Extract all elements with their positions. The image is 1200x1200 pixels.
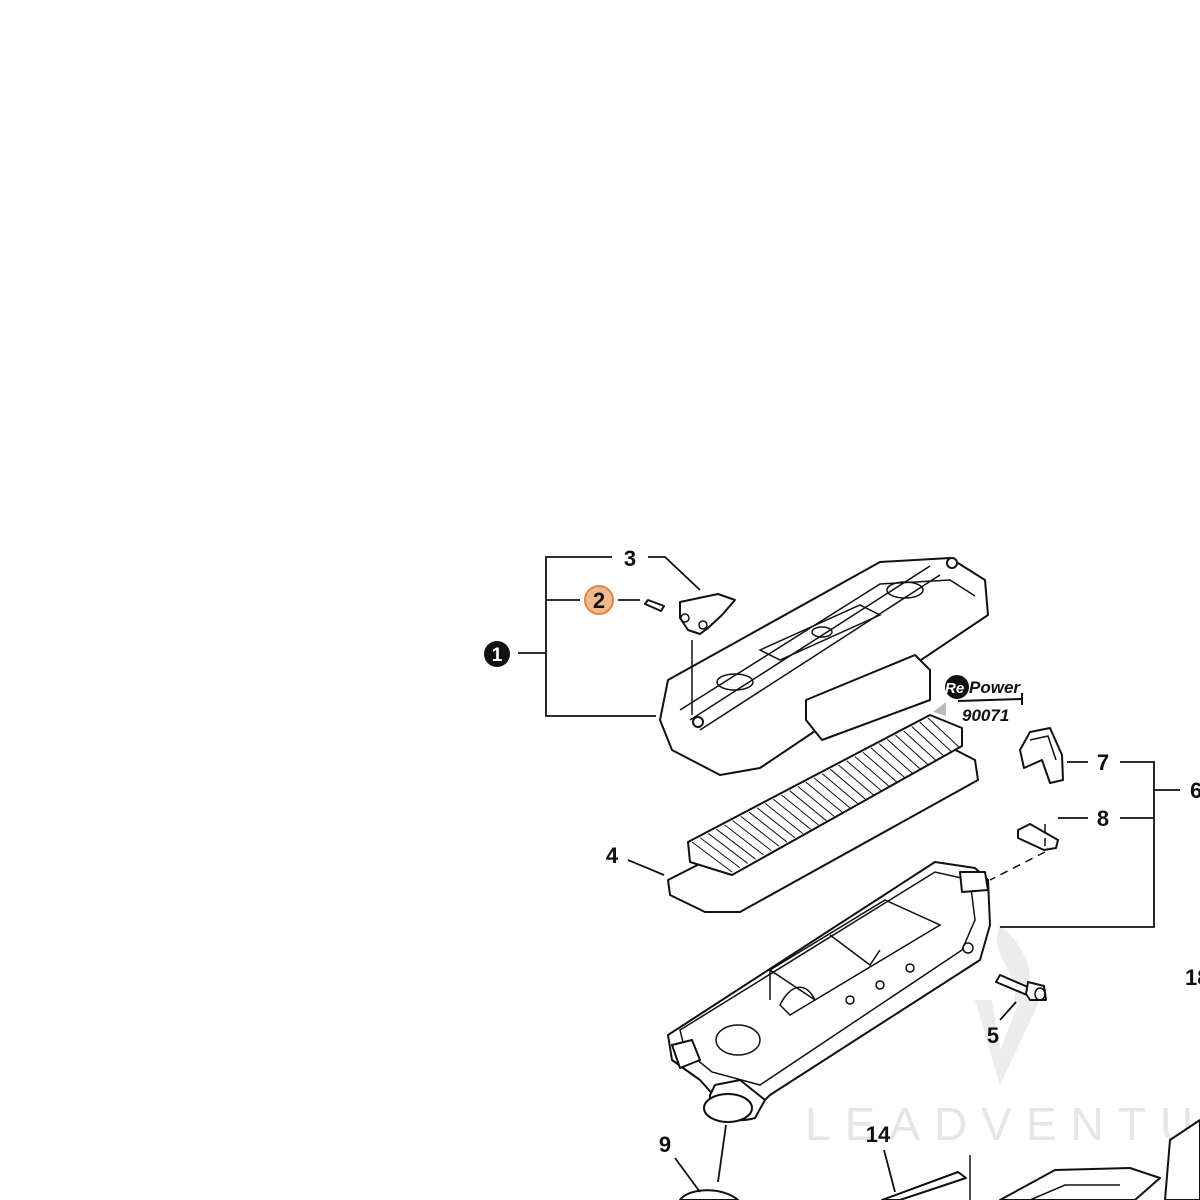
repower-logo: Re Power 90071 [933, 675, 1023, 725]
filter-pleat [895, 734, 929, 766]
filter-pleat [838, 764, 874, 796]
callout-6[interactable]: 6 [1190, 778, 1200, 803]
pin [644, 599, 665, 612]
filter-pleat [878, 743, 914, 775]
callout-1-badge [484, 641, 510, 667]
callout-14[interactable]: 14 [866, 1122, 891, 1147]
callout-2-highlight[interactable] [584, 585, 614, 615]
filter-pleat [911, 726, 945, 757]
clip [1019, 727, 1064, 784]
svg-text:Re: Re [945, 680, 964, 697]
air-filter-base [667, 861, 991, 1123]
part-labels: 1 2 3 4 5 6 7 8 9 14 18 [484, 546, 1200, 1157]
seal [1017, 823, 1059, 851]
repower-code: 90071 [962, 706, 1009, 725]
filter-pleat [862, 751, 898, 783]
screw [995, 974, 1047, 1001]
filter-pleat [756, 807, 796, 839]
filter-pleat [789, 790, 827, 822]
callout-8[interactable]: 8 [1097, 806, 1109, 831]
filter-pleat [903, 730, 937, 762]
filter-pleat [854, 756, 890, 787]
filter-pleat [846, 760, 882, 792]
filter-pleat [927, 717, 961, 749]
watermark-text: LEADVENTURE [805, 1098, 1200, 1150]
filter-pleat [732, 820, 772, 852]
filter-pleat [716, 828, 756, 860]
filter-pleat [707, 833, 749, 864]
filter-pleat [805, 781, 843, 813]
filter-pleat [886, 739, 922, 770]
callout-18[interactable]: 18 [1185, 965, 1200, 990]
filter-pleat [773, 798, 811, 830]
filter-pleat [691, 841, 733, 873]
watermark: LEADVENTURE [805, 925, 1200, 1150]
filter-pleat [830, 768, 866, 800]
filter-element [667, 714, 979, 913]
leader-lines [518, 556, 1180, 1193]
filter-pleat [748, 811, 788, 843]
filter-pleat [764, 803, 804, 834]
filter-pleat [699, 837, 741, 869]
callout-2[interactable]: 2 [593, 588, 605, 613]
filter-pleat [797, 786, 835, 817]
latch [679, 593, 736, 715]
bottom-parts [679, 1119, 1200, 1200]
filter-pleat [740, 815, 780, 847]
filter-pleat [724, 824, 764, 856]
callout-7[interactable]: 7 [1097, 750, 1109, 775]
filter-pleat [919, 721, 953, 753]
callout-5[interactable]: 5 [987, 1023, 999, 1048]
svg-text:Power: Power [969, 678, 1021, 697]
filter-pleat [870, 747, 906, 779]
callout-9[interactable]: 9 [659, 1132, 671, 1157]
filter-pleat [821, 773, 859, 804]
callout-4[interactable]: 4 [606, 843, 619, 868]
filter-pleat [781, 794, 819, 826]
callout-1: 1 [492, 645, 503, 666]
callout-3[interactable]: 3 [624, 546, 636, 571]
filter-pleat [813, 777, 851, 809]
air-filter-cover [659, 557, 989, 776]
